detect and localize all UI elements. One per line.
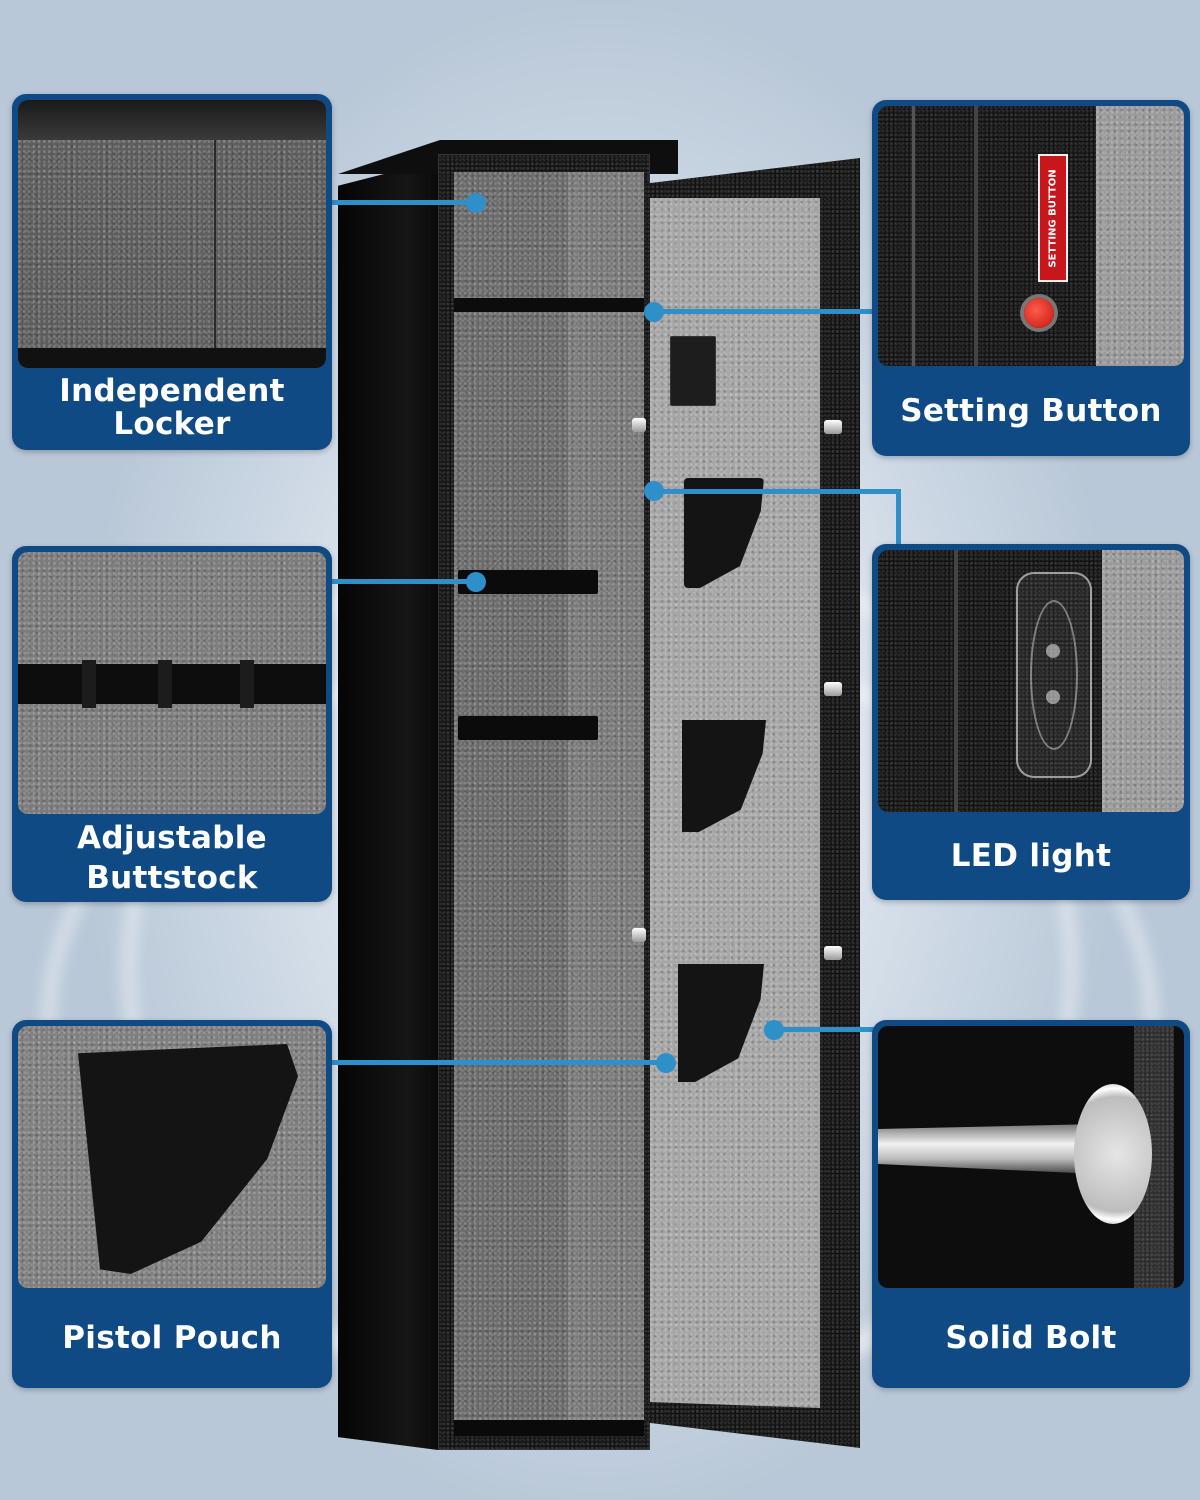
door-bolt: [824, 420, 842, 434]
strap-loop: [240, 660, 254, 708]
caption-text: Solid Bolt: [945, 1319, 1117, 1356]
connector-dot: [644, 302, 664, 322]
locker-bottom-edge: [18, 348, 326, 368]
connector-independent-locker: [330, 200, 476, 205]
caption-text: Setting Button: [900, 392, 1162, 429]
locker-top-edge: [18, 100, 326, 140]
caption-line-2: Locker: [113, 406, 231, 442]
door-edge-highlight: [912, 106, 915, 366]
setting-button-photo: SETTING BUTTON: [878, 106, 1184, 366]
connector-dot: [466, 193, 486, 213]
buttstock-bracket: [458, 716, 598, 740]
connector-adjustable-buttstock: [330, 579, 476, 584]
independent-locker-photo: [18, 100, 326, 368]
connector-dot: [644, 481, 664, 501]
felt-edge: [1096, 106, 1184, 366]
pistol-pouch: [78, 1044, 298, 1274]
battery-compartment: [670, 336, 716, 406]
callout-solid-bolt: Solid Bolt: [872, 1020, 1190, 1388]
setting-button-red: [1024, 298, 1054, 328]
door-edge-highlight: [954, 550, 958, 812]
connector-dot: [466, 572, 486, 592]
strap-loop: [158, 660, 172, 708]
frame-edge-texture: [1134, 1026, 1174, 1288]
strap-loop: [82, 660, 96, 708]
frame-bolt: [632, 928, 646, 942]
adjustable-buttstock-photo: [18, 552, 326, 814]
led-light-housing: [1016, 572, 1092, 778]
connector-led-light-vertical: [896, 489, 901, 547]
led-bulb: [1046, 690, 1060, 704]
callout-led-light: LED light: [872, 544, 1190, 900]
connector-dot: [764, 1020, 784, 1040]
felt-edge: [1102, 550, 1184, 812]
door-edge-highlight: [974, 106, 978, 366]
connector-pistol-pouch: [330, 1060, 668, 1065]
callout-independent-locker: Independent Locker: [12, 94, 332, 450]
connector-dot: [656, 1053, 676, 1073]
bolt-head: [1074, 1084, 1152, 1224]
led-bulb: [1046, 644, 1060, 658]
caption-text: LED light: [950, 837, 1112, 874]
safe-side-wall: [338, 160, 438, 1450]
frame-bolt: [632, 418, 646, 432]
setting-button-sticker: SETTING BUTTON: [1038, 154, 1068, 282]
gun-safe: [338, 140, 860, 1460]
pistol-pouch-caption: Pistol Pouch: [18, 1288, 326, 1388]
solid-bolt-photo: [878, 1026, 1184, 1288]
independent-locker-caption: Independent Locker: [18, 368, 326, 448]
pistol-pouch-photo: [18, 1026, 326, 1288]
caption-line-1: Independent: [59, 373, 285, 409]
led-light-caption: LED light: [878, 812, 1184, 900]
door-bolt: [824, 682, 842, 696]
connector-solid-bolt: [776, 1027, 876, 1032]
callout-adjustable-buttstock: Adjustable Buttstock: [12, 546, 332, 902]
sticker-text: SETTING BUTTON: [1047, 168, 1059, 268]
door-bolt: [824, 946, 842, 960]
caption-text: Pistol Pouch: [62, 1319, 282, 1356]
interior-side-panel: [568, 172, 644, 1434]
caption-line-2: Buttstock: [86, 860, 258, 896]
caption-line-1: Adjustable: [77, 820, 267, 856]
connector-led-light: [656, 489, 900, 494]
adjustable-buttstock-caption: Adjustable Buttstock: [18, 814, 326, 902]
solid-bolt-caption: Solid Bolt: [878, 1288, 1184, 1388]
led-light-photo: [878, 550, 1184, 812]
top-shelf: [454, 298, 644, 312]
callout-setting-button: SETTING BUTTON Setting Button: [872, 100, 1190, 456]
bolt-shaft: [878, 1124, 1098, 1174]
connector-setting-button: [656, 309, 874, 314]
locker-divider: [214, 140, 216, 350]
setting-button-caption: Setting Button: [878, 366, 1184, 456]
callout-pistol-pouch: Pistol Pouch: [12, 1020, 332, 1388]
safe-base: [454, 1420, 644, 1436]
buttstock-strap: [18, 664, 326, 704]
led-lens: [1030, 600, 1078, 750]
